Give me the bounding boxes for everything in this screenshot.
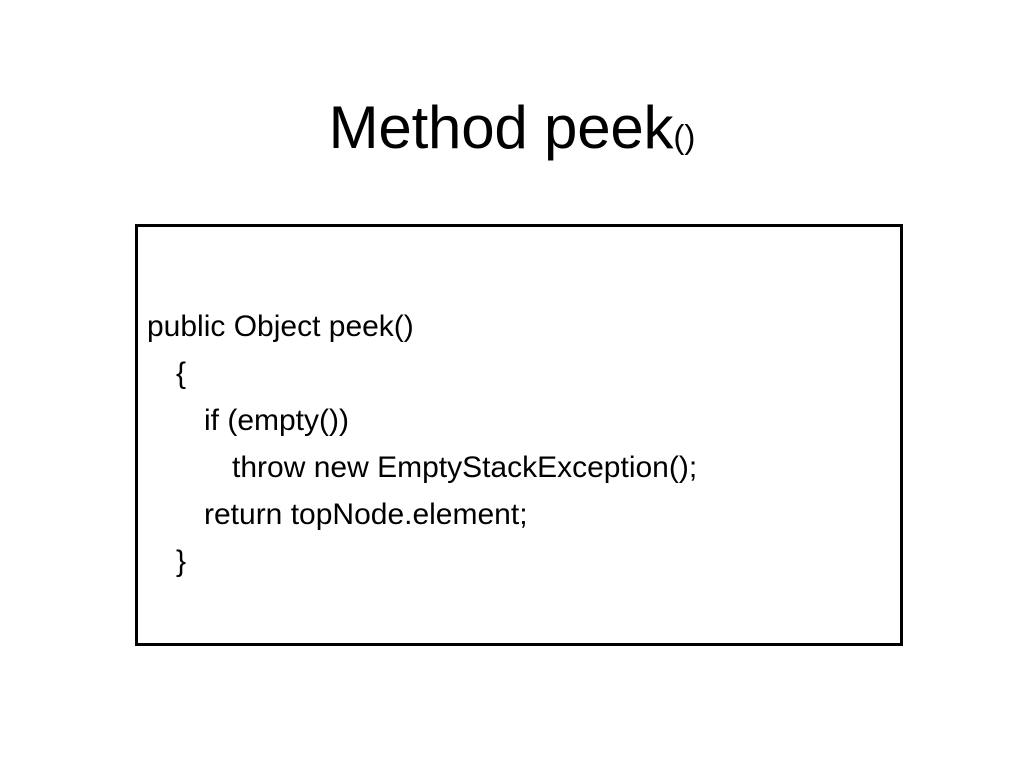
page-title-main: Method peek xyxy=(328,94,674,162)
code-listing: public Object peek() { if (empty()) throw n… xyxy=(147,303,896,585)
code-line: { xyxy=(176,357,187,390)
code-line: } xyxy=(176,545,187,578)
code-line: return topNode.element; xyxy=(204,498,528,531)
page-title: Method peek() xyxy=(0,98,1024,158)
code-block-container: public Object peek() { if (empty()) throw n… xyxy=(135,224,903,646)
page-title-suffix: () xyxy=(673,118,696,156)
code-line: if (empty()) xyxy=(204,404,349,437)
code-line: public Object peek() xyxy=(147,310,414,343)
code-line: throw new EmptyStackException(); xyxy=(232,451,698,484)
